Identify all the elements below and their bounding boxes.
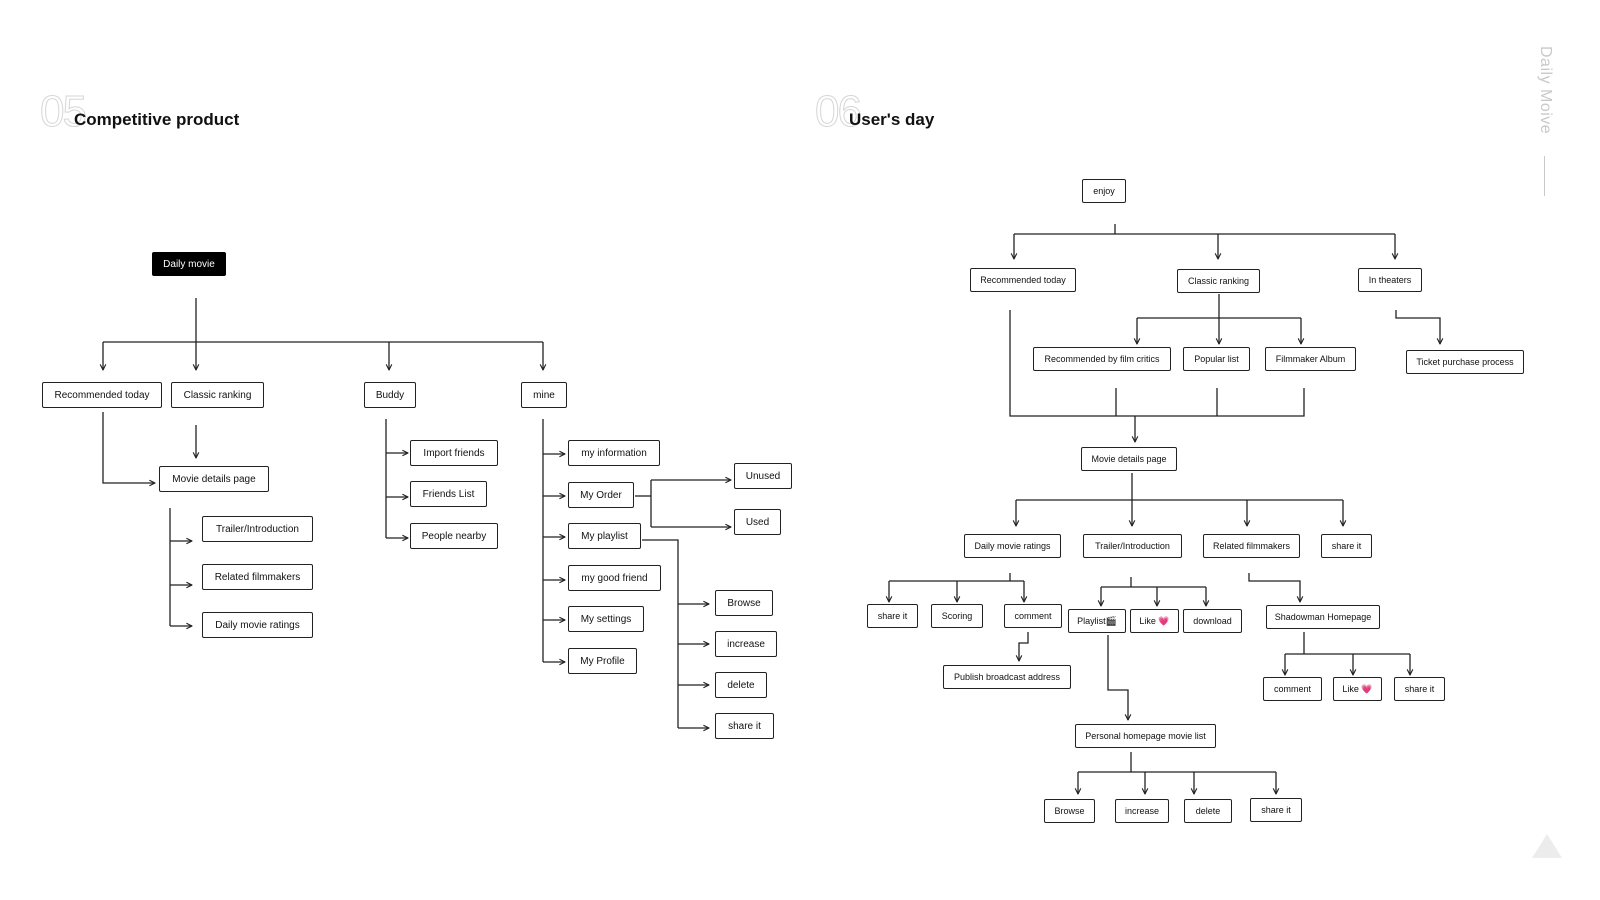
node-share-it-shadowman: share it [1394, 677, 1445, 701]
node-buddy: Buddy [364, 382, 416, 408]
node-daily-movie: Daily movie [152, 252, 226, 276]
section-number-left: 05 [40, 87, 88, 136]
node-playlist: Playlist🎬 [1068, 609, 1126, 633]
node-ticket-purchase-process: Ticket purchase process [1406, 350, 1524, 374]
node-trailer-introduction: Trailer/Introduction [202, 516, 313, 542]
node-daily-movie-ratings: Daily movie ratings [202, 612, 313, 638]
node-movie-details-page: Movie details page [159, 466, 269, 492]
node-my-order: My Order [568, 482, 634, 508]
node-my-playlist: My playlist [568, 523, 641, 549]
node-publish-broadcast-address: Publish broadcast address [943, 665, 1071, 689]
node-classic-ranking: Classic ranking [171, 382, 264, 408]
scroll-top-triangle-icon[interactable] [1532, 834, 1562, 858]
left-diagram-lines [103, 298, 731, 728]
node-unused: Unused [734, 463, 792, 489]
node-filmmaker-album: Filmmaker Album [1265, 347, 1356, 371]
node-browse: Browse [715, 590, 773, 616]
node-used: Used [734, 509, 781, 535]
right-diagram-lines [889, 224, 1440, 794]
node-delete: delete [715, 672, 767, 698]
node-recommended-by-film-critics: Recommended by film critics [1033, 347, 1171, 371]
node-share-it-ratings: share it [867, 604, 918, 628]
node-comment-ratings: comment [1004, 604, 1062, 628]
node-friends-list: Friends List [410, 481, 487, 507]
node-movie-details-page-r: Movie details page [1081, 447, 1177, 471]
node-people-nearby: People nearby [410, 523, 498, 549]
node-recommended-today-r: Recommended today [970, 268, 1076, 292]
node-recommended-today: Recommended today [42, 382, 162, 408]
node-in-theaters: In theaters [1358, 268, 1422, 292]
node-share-it: share it [715, 713, 774, 739]
node-related-filmmakers: Related filmmakers [202, 564, 313, 590]
node-classic-ranking-r: Classic ranking [1177, 269, 1260, 293]
node-enjoy: enjoy [1082, 179, 1126, 203]
node-daily-movie-ratings-r: Daily movie ratings [964, 534, 1061, 558]
node-share-it-bottom: share it [1250, 798, 1302, 822]
node-personal-homepage-movie-list: Personal homepage movie list [1075, 724, 1216, 748]
node-shadowman-homepage: Shadowman Homepage [1266, 605, 1380, 629]
node-comment-shadowman: comment [1263, 677, 1322, 701]
node-scoring: Scoring [931, 604, 983, 628]
node-my-information: my information [568, 440, 660, 466]
section-title-left: Competitive product [74, 110, 240, 129]
section-number-right: 06 [815, 87, 863, 136]
node-download: download [1183, 609, 1242, 633]
brand-divider [1544, 156, 1545, 196]
node-delete-r: delete [1184, 799, 1232, 823]
brand-vertical-text: Daily Moive [1537, 46, 1554, 135]
node-browse-r: Browse [1044, 799, 1095, 823]
node-mine: mine [521, 382, 567, 408]
node-increase: increase [715, 631, 777, 657]
node-share-it-top: share it [1321, 534, 1372, 558]
node-my-profile: My Profile [568, 648, 637, 674]
section-title-right: User's day [849, 110, 935, 129]
node-related-filmmakers-r: Related filmmakers [1203, 534, 1300, 558]
node-my-settings: My settings [568, 606, 644, 632]
node-like-shadowman: Like 💗 [1333, 677, 1382, 701]
node-my-good-friend: my good friend [568, 565, 661, 591]
node-import-friends: Import friends [410, 440, 498, 466]
node-increase-r: increase [1115, 799, 1169, 823]
node-like-trailer: Like 💗 [1130, 609, 1179, 633]
node-trailer-introduction-r: Trailer/Introduction [1083, 534, 1182, 558]
node-popular-list: Popular list [1183, 347, 1250, 371]
